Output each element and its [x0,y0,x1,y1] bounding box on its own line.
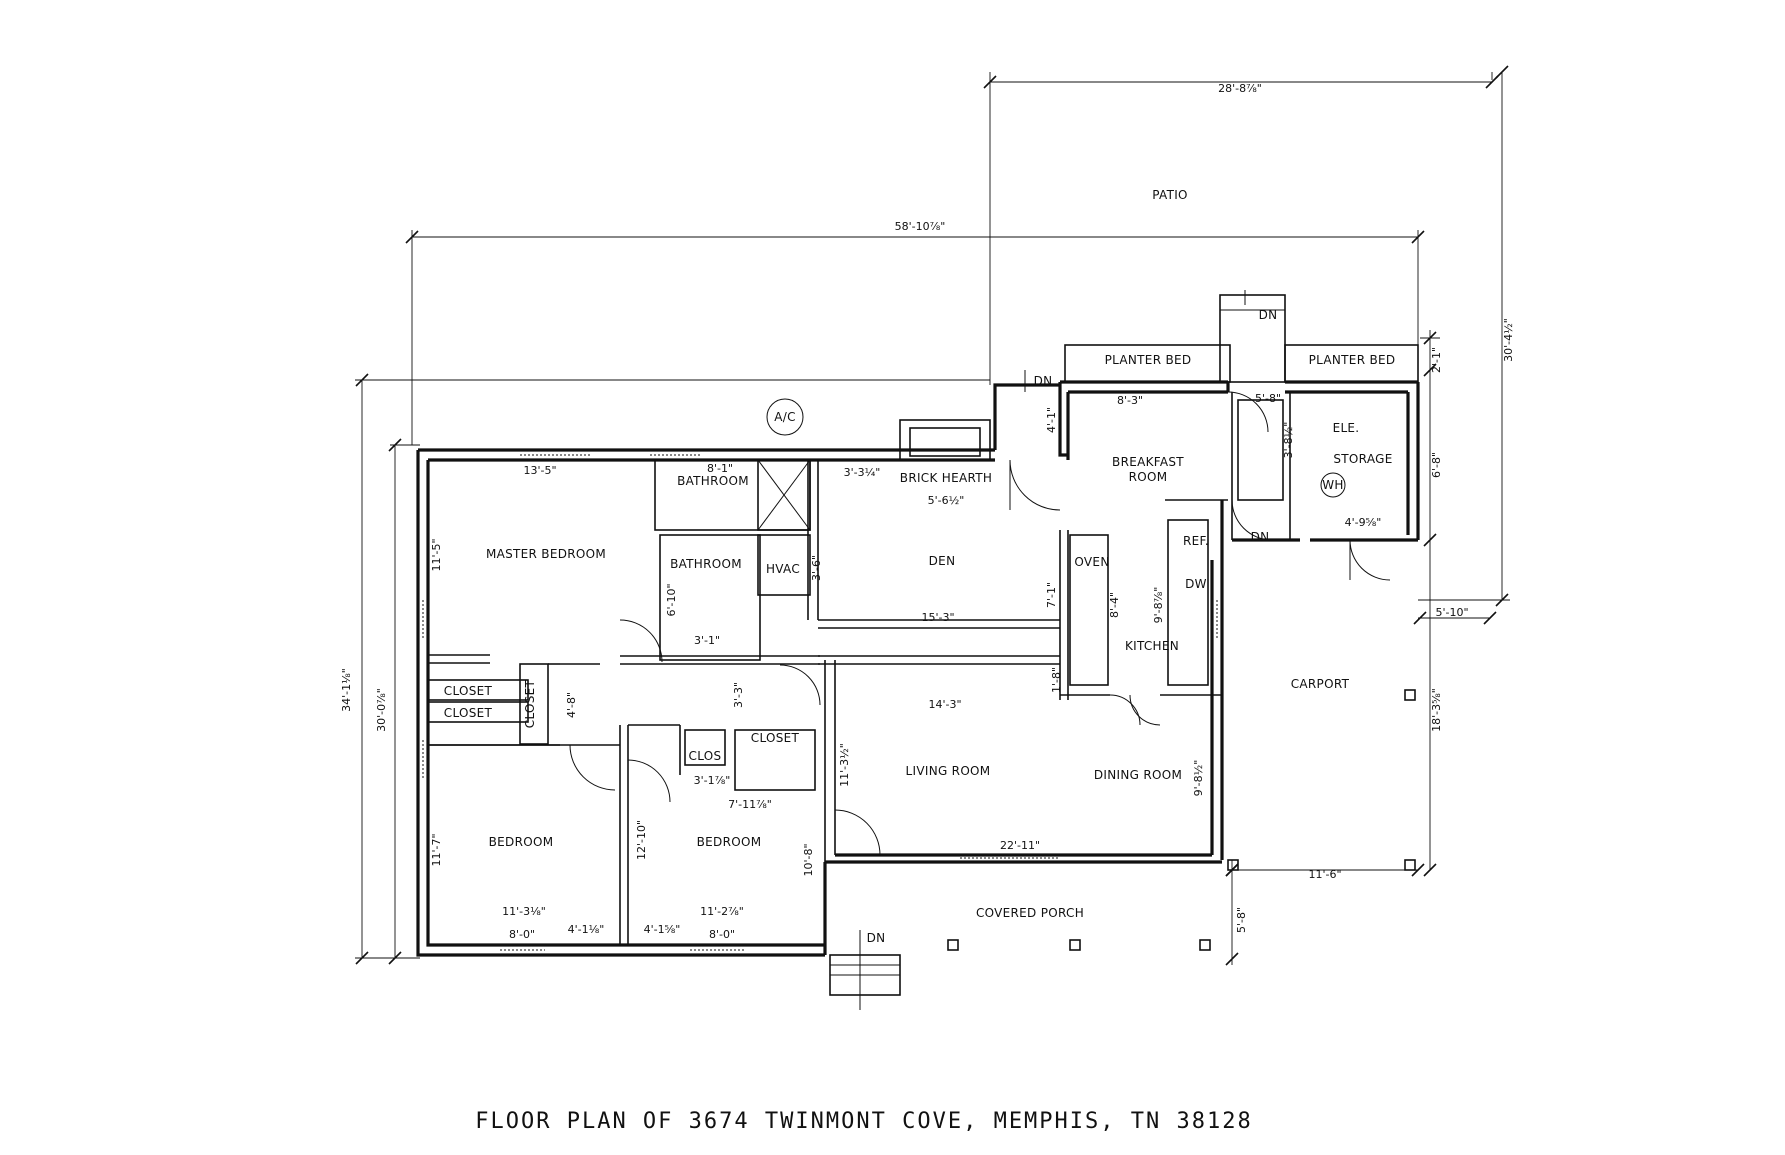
exterior-walls [416,380,1420,957]
dim-bk-side: 5'-8" [1255,392,1281,405]
dim-house-depth: 30'-0⅞" [375,688,388,732]
dim-bed-left-w: 11'-3⅛" [502,905,546,918]
dimension-lines [355,65,1510,966]
label-closet-2: CLOSET [444,706,493,720]
label-closet-3: CLOSET [523,679,537,728]
dim-den-w: 15'-3" [921,611,954,624]
label-ref: REF. [1183,534,1209,548]
dim-porch-h: 10'-8" [802,843,815,876]
interior-walls [427,392,1291,945]
windows [422,454,1218,951]
label-clos: CLOS [689,749,722,763]
dim-step-depth: 4'-1" [1045,407,1058,433]
label-oven: OVEN [1074,555,1109,569]
label-kitchen: KITCHEN [1125,639,1179,653]
dim-living-w: 14'-3" [928,698,961,711]
dim-patio-width: 28'-8⅞" [1218,82,1262,95]
plan-title: FLOOR PLAN OF 3674 TWINMONT COVE, MEMPHI… [475,1109,1253,1134]
dim-kitchen-w: 9'-8⅞" [1152,587,1165,624]
dim-dining-h: 9'-8½" [1192,760,1205,797]
label-wh: WH [1322,478,1344,492]
label-breakfast-1: BREAKFAST [1112,455,1184,469]
dim-carport-h: 18'-3⅝" [1430,688,1443,732]
room-labels: PATIO PLANTER BED PLANTER BED DN DN A/C … [444,188,1396,945]
dim-living-h: 11'-3½" [838,743,851,787]
dim-storage-w: 4'-9⅝" [1345,516,1382,529]
dim-ele-h: 3'-8½" [1282,422,1295,459]
dim-bath2-w: 3'-1" [694,634,720,647]
label-closet-1: CLOSET [444,684,493,698]
dim-overall-width: 58'-10⅞" [895,220,946,233]
label-bedroom-mid: BEDROOM [697,835,762,849]
dim-den-h: 7'-1" [1045,582,1058,608]
dim-hall-w: 3'-3" [732,682,745,708]
label-planter-bed-left: PLANTER BED [1105,353,1192,367]
label-dn-4: DN [867,931,886,945]
dim-closet-w: 7'-11⅞" [728,798,772,811]
label-dn-1: DN [1259,308,1278,322]
dim-win-1: 8'-0" [509,928,535,941]
dimension-labels: 28'-8⅞" 58'-10⅞" 30'-4½" 34'-1⅛" 30'-0⅞"… [340,82,1515,941]
label-storage: STORAGE [1333,452,1392,466]
label-patio: PATIO [1152,188,1188,202]
dim-patio-depth: 30'-4½" [1502,318,1515,362]
label-dining-room: DINING ROOM [1094,768,1182,782]
dim-master-h: 11'-5" [430,538,443,571]
label-bathroom-lower: BATHROOM [670,557,742,571]
dim-win-3: 4'-1⅝" [644,923,681,936]
label-covered-porch: COVERED PORCH [976,906,1084,920]
label-master-bedroom: MASTER BEDROOM [486,547,606,561]
label-closet-4: CLOSET [751,731,800,745]
dim-storage-h: 6'-8" [1430,452,1443,478]
dim-bed-left-h: 11'-7" [430,833,443,866]
dim-overall-depth: 34'-1⅛" [340,668,353,712]
label-planter-bed-right: PLANTER BED [1309,353,1396,367]
dim-bath-w: 8'-1" [707,462,733,475]
exterior-areas [766,290,1419,1010]
label-hvac: HVAC [766,562,800,576]
dim-planter-depth: 2'-1" [1430,347,1443,373]
label-den: DEN [929,554,956,568]
label-carport: CARPORT [1291,677,1350,691]
label-dn-2: DN [1034,374,1053,388]
label-dn-3: DN [1251,530,1270,544]
label-bathroom-top: BATHROOM [677,474,749,488]
label-brick-hearth: BRICK HEARTH [900,471,992,485]
dim-hearth-w: 5'-6½" [928,494,965,507]
dim-hvac-h: 3'-6" [810,555,823,581]
dim-kitchen-step: 1'-8" [1050,667,1063,693]
label-ele: ELE. [1333,421,1360,435]
dim-carport-off: 5'-10" [1435,606,1468,619]
dim-clos-w: 3'-1⅞" [694,774,731,787]
dim-living-total: 22'-11" [1000,839,1040,852]
dim-bed-mid-h: 12'-10" [635,820,648,860]
label-living-room: LIVING ROOM [906,764,991,778]
label-dw: DW [1185,577,1207,591]
dim-carport-w: 11'-6" [1308,868,1341,881]
dim-porch-d: 5'-8" [1235,907,1248,933]
dim-breakfast-w: 8'-3" [1117,394,1143,407]
label-ac: A/C [774,410,796,424]
dim-bed-mid-w: 11'-2⅞" [700,905,744,918]
label-breakfast-2: ROOM [1129,470,1168,484]
dim-closet-d: 4'-8" [565,692,578,718]
dim-hearth-off: 3'-3¼" [844,466,881,479]
dim-master-w: 13'-5" [523,464,556,477]
dim-bath2-h: 6'-10" [665,583,678,616]
doors [569,391,1391,856]
dim-kitchen-h: 8'-4" [1108,592,1121,618]
label-bedroom-left: BEDROOM [489,835,554,849]
dim-win-2: 4'-1⅛" [568,923,605,936]
dim-win-4: 8'-0" [709,928,735,941]
